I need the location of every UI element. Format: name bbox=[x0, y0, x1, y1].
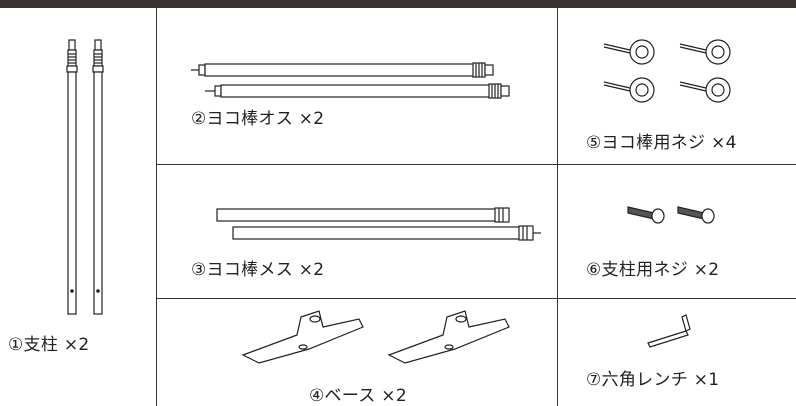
part-cell-hex-wrench: ⑦六角レンチ ×1 bbox=[558, 299, 796, 406]
divider bbox=[156, 8, 157, 406]
part-label-male-bar: ②ヨコ棒オス ×2 bbox=[191, 109, 325, 129]
part-label-pole-screw: ⑥支柱用ネジ ×2 bbox=[586, 260, 720, 280]
part-label-hex-wrench: ⑦六角レンチ ×1 bbox=[586, 370, 720, 390]
divider bbox=[156, 298, 796, 299]
part-label-pole: ①支柱 ×2 bbox=[8, 335, 90, 355]
divider bbox=[557, 8, 558, 406]
part-label-female-bar: ③ヨコ棒メス ×2 bbox=[191, 260, 325, 280]
pole-screw-illustration bbox=[627, 206, 715, 224]
part-cell-pole-screw: ⑥支柱用ネジ ×2 bbox=[558, 165, 796, 298]
divider bbox=[156, 164, 796, 165]
part-cell-female-bar: ③ヨコ棒メス ×2 bbox=[157, 165, 557, 298]
part-cell-bar-screw: ⑤ヨコ棒用ネジ ×4 bbox=[558, 8, 796, 164]
male-bar-illustration bbox=[191, 62, 510, 99]
base-illustration bbox=[241, 310, 510, 364]
parts-list-sheet: ①支柱 ×2 ②ヨコ棒オス ×2 bbox=[0, 8, 796, 406]
part-cell-male-bar: ②ヨコ棒オス ×2 bbox=[157, 8, 557, 164]
part-cell-base: ④ベース ×2 bbox=[157, 299, 557, 406]
header-bar bbox=[0, 0, 796, 8]
female-bar-illustration bbox=[216, 207, 541, 241]
bar-screw-illustration bbox=[603, 39, 731, 103]
part-label-bar-screw: ⑤ヨコ棒用ネジ ×4 bbox=[586, 133, 737, 153]
hex-wrench-illustration bbox=[647, 314, 691, 348]
part-label-base: ④ベース ×2 bbox=[309, 386, 407, 406]
pole-illustration bbox=[66, 39, 104, 315]
part-cell-pole: ①支柱 ×2 bbox=[0, 8, 156, 406]
